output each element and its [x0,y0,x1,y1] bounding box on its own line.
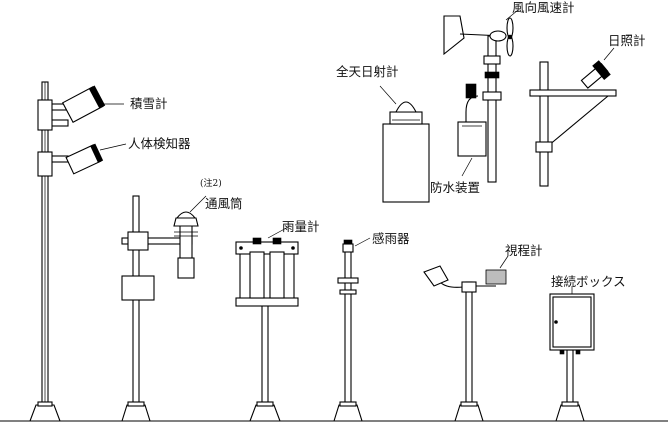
visibility-emitter [423,265,449,287]
sunshine-pole [539,61,549,187]
sunshine-meter-label: 日照計 [608,33,646,48]
wind-vane-tail [443,15,465,56]
human-detector-label: 人体検知器 [128,136,191,151]
pyranometer-label: 全天日射計 [336,64,399,79]
waterproof-box [457,121,487,157]
ventilation-tube-assembly [121,195,207,422]
sunshine-brace [547,95,609,147]
sunshine-meter-assembly [529,47,617,187]
snow-gauge-pole-assembly [29,81,127,422]
vent-control-box [121,275,155,301]
pyranometer-stand [382,123,430,203]
rain-gauge-cylinder-right [269,251,285,299]
rain-sensor-pole [344,249,352,405]
tall-pole-base [29,404,61,422]
anemometer-body [489,30,507,42]
junction-box-label: 接続ボックス [551,274,626,289]
sunshine-arm [529,89,617,97]
pyranometer-base [389,111,423,125]
waterproof-device-label: 防水装置 [430,180,480,195]
rain-gauge-cylinder-left [249,251,265,299]
rain-gauge-pole [261,299,269,405]
junction-box-assembly [549,286,595,422]
junction-box-pole [566,349,574,405]
visibility-meter-assembly [423,255,509,422]
note-label: (注2) [200,177,222,189]
rain-sensor-assembly [333,237,371,422]
visibility-pole [465,281,473,405]
rain-gauge-label: 雨量計 [282,219,320,234]
pyranometer-assembly [379,85,430,203]
visibility-receiver [485,269,507,285]
visibility-meter-label: 視程計 [505,243,543,258]
rain-sensor-head [342,243,354,253]
snow-gauge-label: 積雪計 [130,96,168,111]
pyranometer-dome [395,101,417,113]
sunshine-sensor [580,60,611,89]
rain-sensor-label: 感雨器 [372,231,410,246]
human-detector-sensor [65,143,104,175]
anemometer-assembly [443,9,519,183]
ventilation-tube-label: 通風筒 [205,196,243,211]
anemometer-label: 風向風速計 [512,0,575,15]
rain-gauge-top-frame [235,241,299,255]
rain-gauge-assembly [235,225,299,422]
snow-gauge-sensor [61,85,106,123]
